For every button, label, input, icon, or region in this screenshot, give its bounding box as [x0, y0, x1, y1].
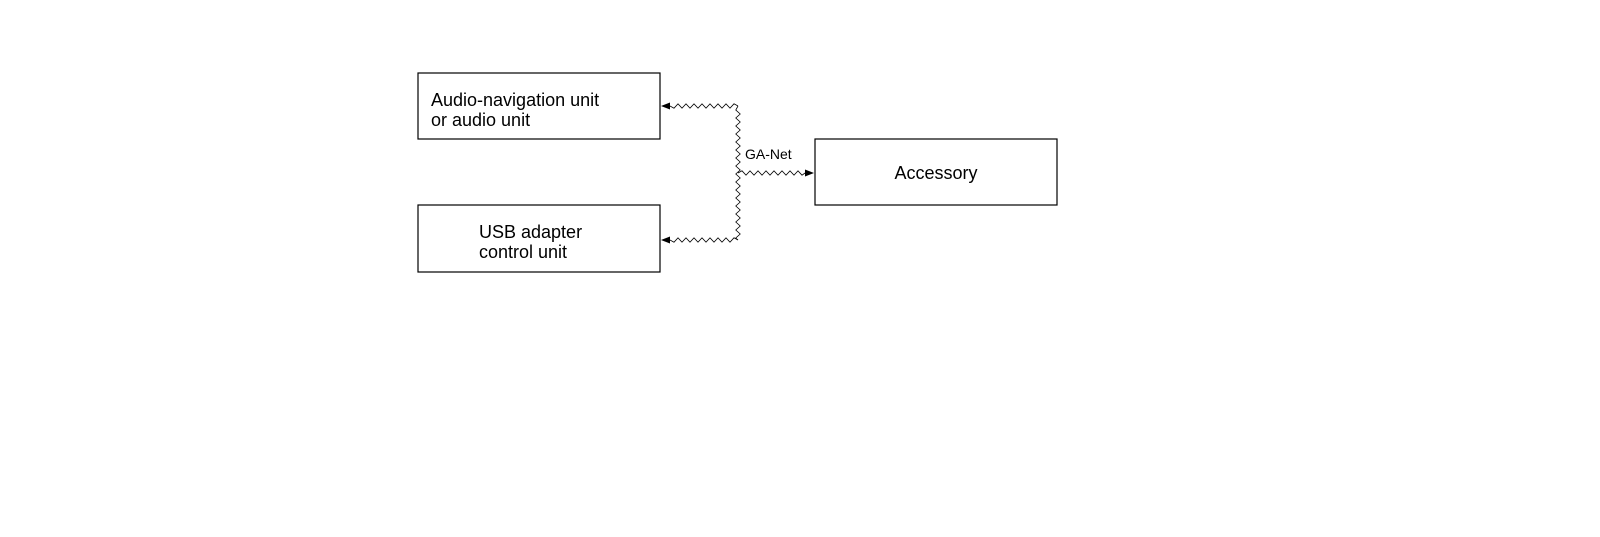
wire-to-usb-adapter-control-unit: [669, 237, 739, 243]
audio-navigation-unit-label-line2: or audio unit: [431, 110, 530, 130]
audio-navigation-unit-box: [417, 72, 661, 140]
accessory-box: [814, 138, 1058, 206]
arrowhead-to-audio-navigation-unit: [661, 102, 670, 110]
ga-net-label: GA-Net: [745, 146, 792, 162]
usb-adapter-control-unit-box: [417, 204, 661, 273]
audio-navigation-unit-node: Audio-navigation unit or audio unit: [417, 72, 661, 140]
arrowhead-to-accessory: [805, 169, 814, 177]
usb-adapter-control-unit-node: USB adapter control unit: [417, 204, 661, 273]
arrowhead-to-usb-adapter-control-unit: [661, 236, 670, 244]
audio-navigation-unit-label-line1: Audio-navigation unit: [431, 90, 599, 110]
wire-to-audio-navigation-unit: [669, 103, 739, 109]
wire-to-accessory: [737, 170, 806, 176]
accessory-node: Accessory: [814, 138, 1058, 206]
bus-vertical-wire: [735, 105, 741, 241]
usb-adapter-control-unit-label-line2: control unit: [479, 242, 567, 262]
accessory-label: Accessory: [894, 163, 977, 183]
ga-net-wiring: [669, 103, 806, 243]
usb-adapter-control-unit-label-line1: USB adapter: [479, 222, 582, 242]
